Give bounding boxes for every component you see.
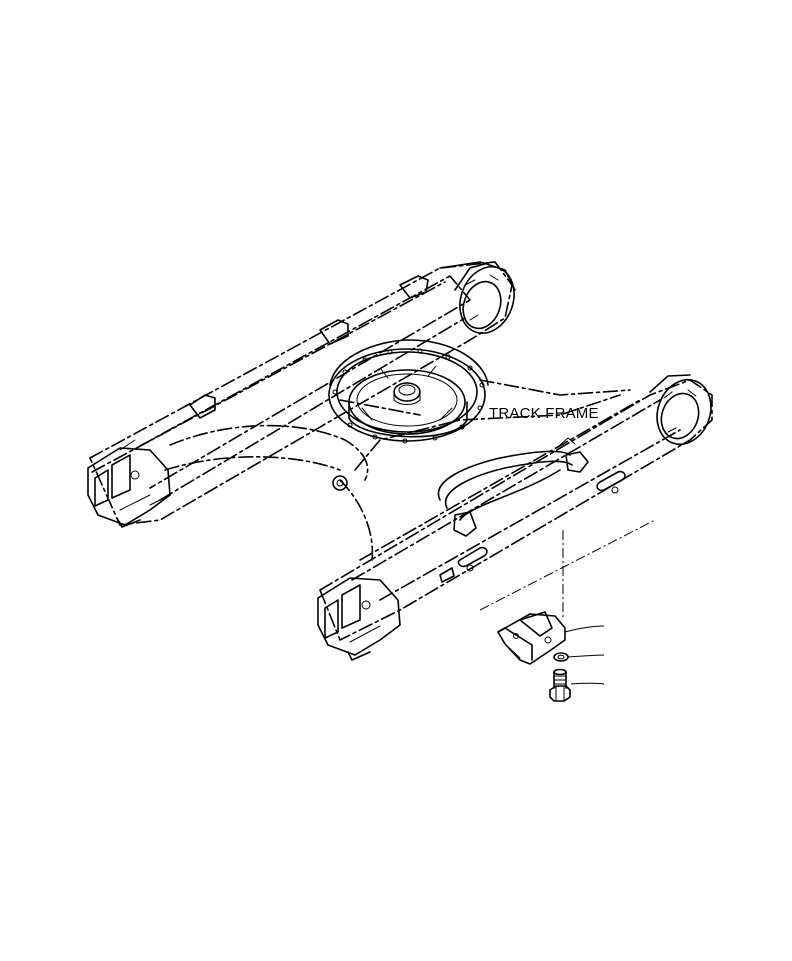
left-sprocket-hub — [454, 261, 515, 334]
swing-circle — [328, 348, 486, 444]
frame-silhouette — [119, 339, 489, 506]
right-idler-bracket — [317, 577, 401, 661]
hydraulic-hoses — [437, 437, 589, 537]
track-frame-label: TRACK FRAME — [489, 405, 599, 422]
center-body — [164, 379, 631, 561]
callout-leaders — [564, 625, 605, 685]
washer-part — [553, 652, 569, 662]
track-guard-part — [497, 611, 566, 665]
phantom-lines — [479, 519, 656, 620]
left-idler-bracket — [87, 447, 171, 528]
ring-bolt-pattern — [332, 348, 485, 444]
right-sprocket-hub — [649, 374, 712, 446]
left-side-frame — [89, 261, 516, 526]
bolt-part — [549, 668, 571, 702]
